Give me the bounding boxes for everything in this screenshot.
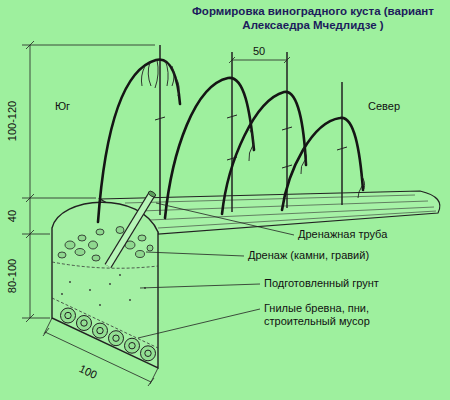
drainage-stones bbox=[58, 227, 153, 262]
stone bbox=[147, 245, 153, 251]
callout-label: Дренажная труба bbox=[298, 228, 387, 241]
soil-dot bbox=[89, 289, 91, 291]
soil-dot bbox=[69, 281, 71, 283]
extension-line bbox=[22, 234, 50, 235]
log bbox=[77, 316, 92, 331]
dimension-label: 80-100 bbox=[6, 259, 19, 293]
stone bbox=[58, 252, 66, 258]
soil-dot bbox=[99, 304, 101, 306]
stone bbox=[92, 255, 100, 261]
mound-hatching bbox=[125, 195, 436, 228]
shoot bbox=[165, 60, 168, 86]
leader-line bbox=[140, 284, 260, 288]
log-ring bbox=[65, 312, 71, 318]
dimension-label: 50 bbox=[253, 45, 265, 58]
post-tie bbox=[227, 115, 237, 118]
layer-boundary bbox=[52, 262, 158, 268]
post-tie bbox=[155, 117, 165, 120]
log-ring bbox=[113, 335, 119, 341]
leader-line bbox=[146, 252, 244, 256]
shoot bbox=[172, 66, 174, 86]
leader-line bbox=[156, 203, 294, 235]
logs bbox=[61, 308, 156, 361]
layer-boundary bbox=[52, 298, 158, 348]
soil-dot bbox=[61, 293, 63, 295]
log bbox=[61, 308, 76, 323]
log bbox=[109, 331, 124, 346]
stone bbox=[89, 241, 98, 249]
post-tie bbox=[282, 165, 292, 168]
stone bbox=[78, 235, 86, 241]
stone bbox=[136, 251, 145, 258]
dimension-tick bbox=[26, 194, 34, 202]
shoot bbox=[249, 145, 253, 161]
post bbox=[159, 45, 161, 215]
stone bbox=[75, 249, 85, 256]
shoot bbox=[148, 62, 151, 86]
shoot bbox=[301, 160, 305, 174]
log bbox=[93, 323, 108, 338]
dimension-label: 100-120 bbox=[6, 101, 19, 141]
post-tie bbox=[337, 147, 347, 150]
post bbox=[341, 82, 343, 205]
vine-shoots bbox=[141, 60, 364, 198]
vines bbox=[98, 60, 363, 222]
hatch-line bbox=[158, 211, 436, 228]
soil-dot bbox=[129, 299, 131, 301]
post bbox=[231, 52, 233, 212]
direction-label: Юг bbox=[55, 100, 70, 113]
trench-section bbox=[52, 202, 158, 368]
log bbox=[125, 338, 140, 353]
log-ring bbox=[129, 343, 135, 349]
dimension-line bbox=[232, 60, 287, 61]
stone bbox=[96, 229, 104, 235]
extension-line bbox=[44, 318, 52, 334]
shoot bbox=[358, 186, 362, 198]
diagram-title: Формировка виноградного куста (вариант А… bbox=[180, 4, 446, 32]
drainage-pipe bbox=[108, 190, 157, 266]
log-ring bbox=[81, 320, 87, 326]
pipe-body bbox=[108, 194, 152, 266]
dimension-tick bbox=[26, 41, 34, 49]
log bbox=[141, 346, 156, 361]
vine-cane bbox=[282, 118, 363, 210]
dimension-tick bbox=[26, 230, 34, 238]
extension-line bbox=[22, 318, 50, 319]
log-ring bbox=[97, 327, 103, 333]
vine-cane bbox=[222, 92, 306, 214]
stone bbox=[65, 241, 75, 249]
post-tie bbox=[282, 127, 292, 130]
dimension-label: 40 bbox=[6, 210, 19, 222]
stone bbox=[116, 227, 124, 234]
pipe-end bbox=[147, 190, 156, 198]
callout-label: Подготовленный грунт bbox=[264, 277, 379, 290]
dimension-tick bbox=[148, 378, 154, 386]
dimension-tick bbox=[26, 314, 34, 322]
dimension-line bbox=[30, 45, 31, 318]
extension-line bbox=[22, 45, 155, 46]
shoot bbox=[176, 78, 179, 96]
soil-dot bbox=[109, 283, 111, 285]
soil-dot bbox=[119, 274, 121, 276]
vine-cane bbox=[165, 78, 254, 218]
dimension-label: 100 bbox=[77, 362, 99, 382]
shoot bbox=[141, 66, 145, 86]
shoot bbox=[155, 60, 158, 88]
pipe-outline bbox=[108, 194, 152, 266]
callout-label: Гнилые бревна, пни, строительный мусор bbox=[264, 302, 394, 328]
extension-line bbox=[22, 198, 96, 199]
leader-line bbox=[138, 309, 260, 338]
soil-dots bbox=[61, 274, 146, 306]
callout-label: Дренаж (камни, гравий) bbox=[248, 249, 369, 262]
log-ring bbox=[145, 350, 151, 356]
dimension-tick bbox=[43, 328, 49, 336]
stone bbox=[138, 235, 146, 241]
direction-label: Север bbox=[368, 100, 400, 113]
